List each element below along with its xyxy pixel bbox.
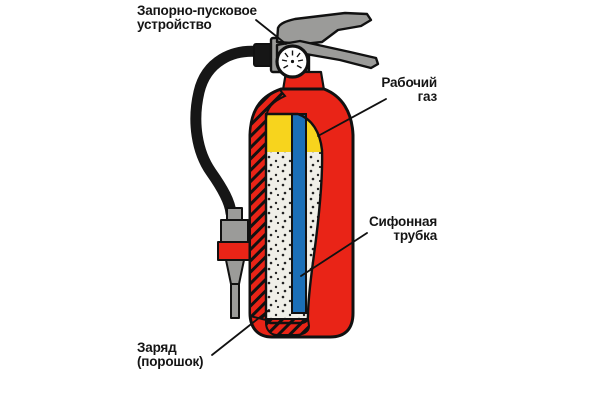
gauge-ticks (281, 50, 304, 69)
leader-working-gas (317, 98, 387, 137)
nozzle-cone (225, 259, 245, 285)
siphon-tube (291, 113, 307, 314)
label-charge-powder: Заряд (порошок) (137, 340, 204, 370)
label-shutoff-device-line2: устройство (137, 17, 212, 33)
leader-charge-powder (211, 309, 270, 356)
label-siphon-tube-line1: Сифонная (368, 214, 437, 229)
label-siphon-tube: Сифонная трубка (368, 214, 437, 244)
discharge-hose (190, 45, 268, 219)
label-shutoff-device-line1: Запорно-пусковое (137, 3, 257, 18)
label-shutoff-device: Запорно-пусковое устройство (137, 3, 257, 33)
leader-shutoff-device (255, 19, 287, 45)
label-siphon-tube-line2: трубка (393, 228, 437, 244)
nozzle-clamp (217, 241, 252, 261)
shutoff-head (253, 11, 380, 92)
nozzle (217, 207, 252, 319)
label-working-gas-line1: Рабочий (381, 75, 437, 90)
label-working-gas-line2: газ (417, 89, 438, 105)
nozzle-body (220, 219, 249, 243)
wall-hatch-bottom (265, 318, 311, 336)
label-charge-powder-line2: (порошок) (137, 354, 204, 370)
cutaway-outline (264, 112, 324, 325)
label-working-gas: Рабочий газ (381, 75, 438, 105)
nozzle-outlet-tube (230, 283, 240, 319)
leader-lines (211, 19, 387, 356)
label-charge-powder-line1: Заряд (137, 340, 177, 355)
lever-upper (275, 11, 373, 46)
nozzle-cap (226, 207, 243, 221)
gauge-hub (290, 59, 295, 64)
leader-siphon-tube (300, 232, 368, 277)
pressure-gauge (275, 44, 310, 79)
